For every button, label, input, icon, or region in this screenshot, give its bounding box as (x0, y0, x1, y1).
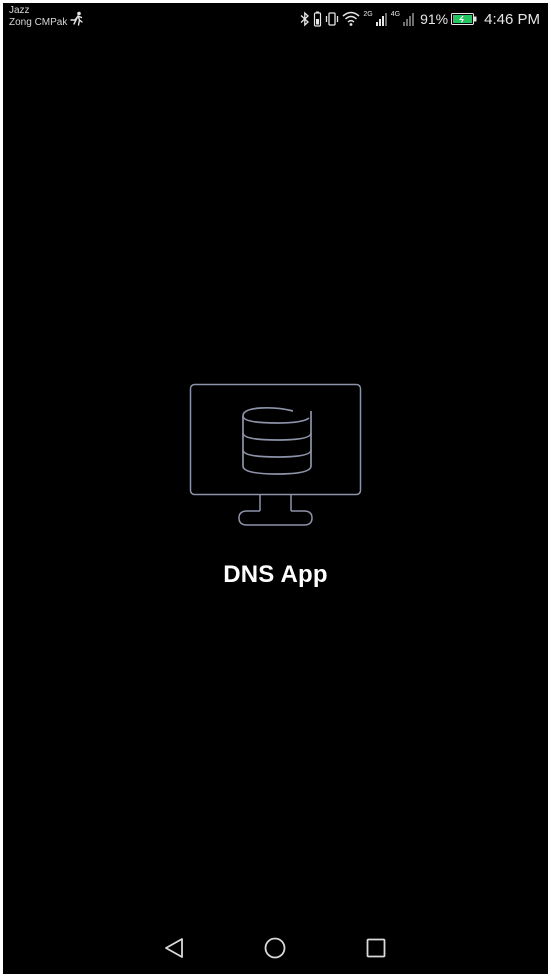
clock: 4:46 PM (484, 10, 540, 28)
runner-icon (70, 11, 83, 26)
network-type-2: 4G (390, 10, 401, 18)
signal-icon (375, 13, 387, 26)
status-bar: Jazz Zong CMPak (3, 3, 548, 35)
recents-icon (366, 938, 386, 958)
battery-icon (451, 13, 477, 25)
bluetooth-icon (300, 11, 310, 27)
carrier-info: Jazz Zong CMPak (9, 5, 67, 29)
home-icon (264, 937, 286, 959)
back-button[interactable] (161, 935, 187, 961)
vibrate-icon (326, 12, 339, 26)
network-type-1: 2G (363, 10, 373, 18)
app-name: DNS App (223, 561, 328, 588)
status-icons: 2G 4G 91% 4:46 PM (300, 9, 540, 29)
database-monitor-icon (189, 383, 362, 526)
home-button[interactable] (262, 935, 288, 961)
recents-button[interactable] (363, 935, 389, 961)
battery-vibrate-icon (314, 11, 322, 27)
carrier-2: Zong CMPak (9, 17, 68, 28)
splash-screen: Jazz Zong CMPak (3, 3, 548, 974)
carrier-1: Jazz (9, 5, 30, 16)
signal-icon (403, 13, 415, 26)
wifi-icon (342, 11, 360, 26)
battery-percent: 91% (420, 11, 449, 27)
back-icon (165, 938, 183, 958)
navigation-bar (3, 923, 548, 974)
